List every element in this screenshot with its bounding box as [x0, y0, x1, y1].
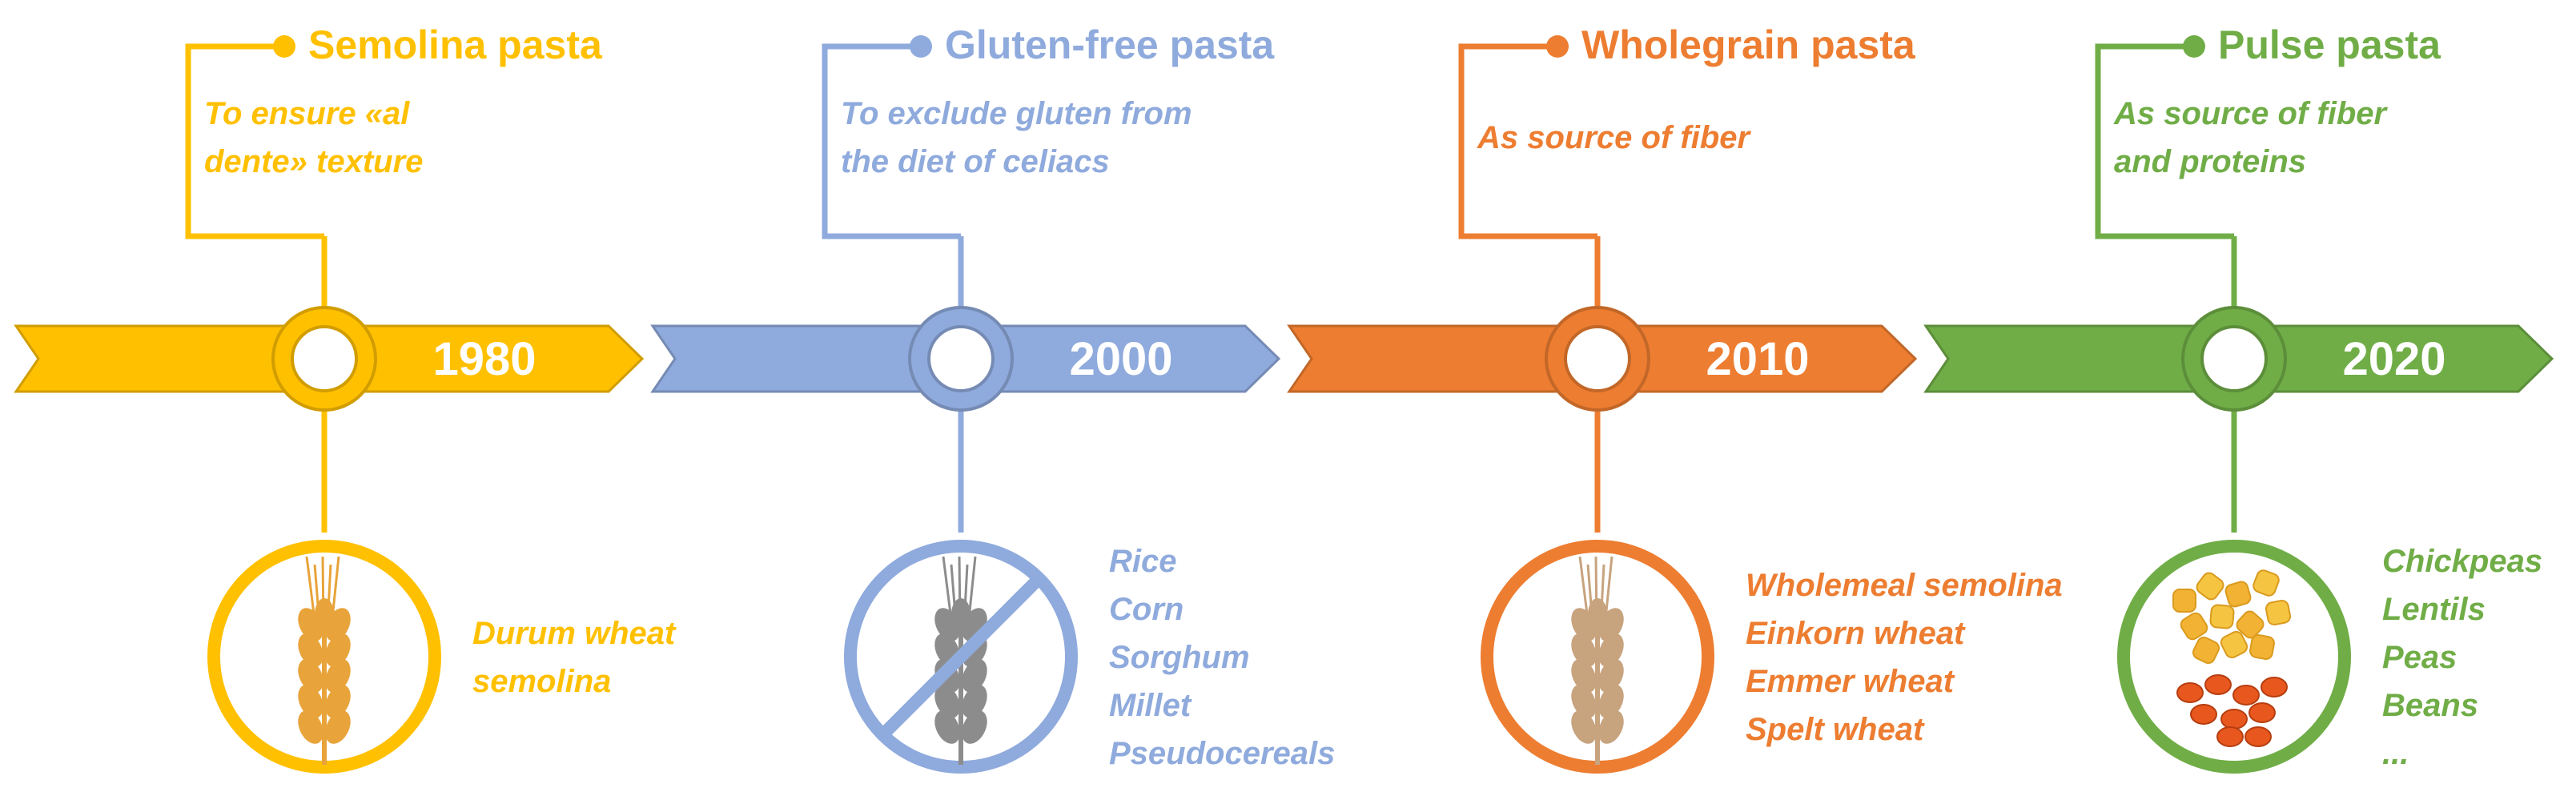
purpose-line: As source of fiber — [2113, 96, 2389, 131]
ingredient-item: Einkorn wheat — [1746, 616, 1966, 651]
ingredient-item: Wholemeal semolina — [1746, 568, 2063, 603]
ingredient-item: Millet — [1109, 688, 1192, 723]
timeline-node-hole — [2200, 325, 2268, 392]
purpose-line: To ensure «al — [204, 96, 410, 131]
year-label: 2010 — [1706, 333, 1809, 385]
title-bracket — [2095, 43, 2234, 239]
purpose-line: To exclude gluten from — [841, 96, 1192, 131]
year-label: 2000 — [1069, 333, 1172, 385]
ingredient-item: Lentils — [2382, 592, 2486, 627]
purpose-line: dente» texture — [204, 144, 423, 179]
wheat-ear-icon — [934, 556, 987, 765]
era-title: Wholegrain pasta — [1581, 22, 1916, 67]
ingredient-item: Durum wheat — [472, 616, 677, 651]
ingredient-item: Sorghum — [1109, 640, 1250, 675]
ingredient-item: Beans — [2382, 688, 2478, 723]
era-semolina: 1980 Semolina pasta To ensure «al dente» te… — [14, 22, 677, 774]
purpose-line: the diet of celiacs — [841, 144, 1110, 179]
title-bullet — [273, 35, 295, 58]
no-symbol-slash — [880, 576, 1042, 738]
ingredient-item: Spelt wheat — [1746, 712, 1925, 747]
purpose-line: As source of fiber — [1477, 120, 1752, 155]
title-bracket — [822, 43, 961, 239]
era-pulse: 2020 Pulse pasta As source of fiber and pro… — [1923, 22, 2554, 774]
ingredient-item: ... — [2382, 736, 2409, 771]
ingredient-item: Corn — [1109, 592, 1184, 627]
ingredient-item: Pseudocereals — [1109, 736, 1335, 771]
wheat-ear-icon — [298, 556, 351, 765]
ingredient-item: Emmer wheat — [1746, 664, 1955, 699]
pulse-pasta-icon — [2172, 569, 2292, 747]
ingredient-item: semolina — [472, 664, 611, 699]
era-title: Semolina pasta — [308, 22, 603, 67]
purpose-line: and proteins — [2114, 144, 2306, 179]
ingredient-item: Peas — [2382, 640, 2457, 675]
ingredient-item: Rice — [1109, 544, 1177, 579]
timeline-node-hole — [927, 325, 995, 392]
title-bullet — [910, 35, 932, 58]
title-bracket — [185, 43, 324, 239]
timeline-node-hole — [291, 325, 358, 392]
era-wholegrain: 2010 Wholegrain pasta As source of fiberWh… — [1287, 22, 2063, 774]
title-bracket — [1458, 43, 1597, 239]
era-title: Pulse pasta — [2218, 22, 2441, 67]
timeline-node-hole — [1564, 325, 1631, 392]
era-gluten_free: 2000 Gluten-free pasta To exclude gluten f… — [650, 22, 1335, 774]
year-label: 1980 — [432, 333, 536, 385]
year-label: 2020 — [2342, 333, 2445, 385]
wheat-ear-icon — [1571, 556, 1624, 765]
era-title: Gluten-free pasta — [945, 22, 1275, 67]
title-bullet — [1546, 35, 1569, 58]
title-bullet — [2183, 35, 2205, 58]
ingredient-item: Chickpeas — [2382, 544, 2542, 579]
